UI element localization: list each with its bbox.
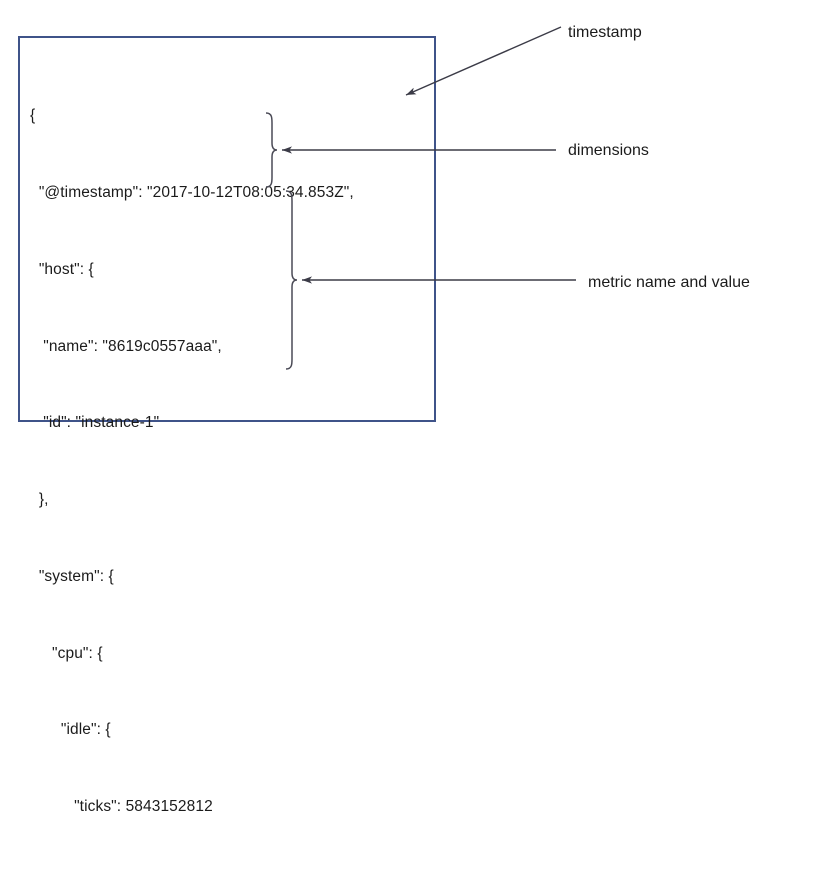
json-line-host-close: },	[30, 491, 49, 509]
json-line-cpu-open: "cpu": {	[30, 644, 103, 662]
annotation-label-timestamp: timestamp	[568, 24, 642, 41]
json-line-host-name: "name": "8619c0557aaa",	[30, 337, 222, 355]
annotation-label-metric: metric name and value	[588, 274, 750, 291]
json-line: {	[30, 107, 36, 125]
json-line-host-id: "id": "instance-1"	[30, 414, 160, 432]
json-line-system-open: "system": {	[30, 567, 114, 585]
annotation-label-dimensions: dimensions	[568, 142, 649, 159]
json-line-idle-close: },	[30, 871, 430, 874]
json-line-ticks: "ticks": 5843152812	[30, 798, 213, 816]
json-document-box	[18, 36, 436, 422]
json-code-block: { "@timestamp": "2017-10-12T08:05:34.853…	[30, 52, 430, 874]
diagram-canvas: { "@timestamp": "2017-10-12T08:05:34.853…	[18, 24, 750, 815]
json-line-timestamp: "@timestamp": "2017-10-12T08:05:34.853Z"…	[30, 183, 354, 201]
json-line-host-open: "host": {	[30, 260, 94, 278]
json-line-idle-open: "idle": {	[30, 721, 111, 739]
